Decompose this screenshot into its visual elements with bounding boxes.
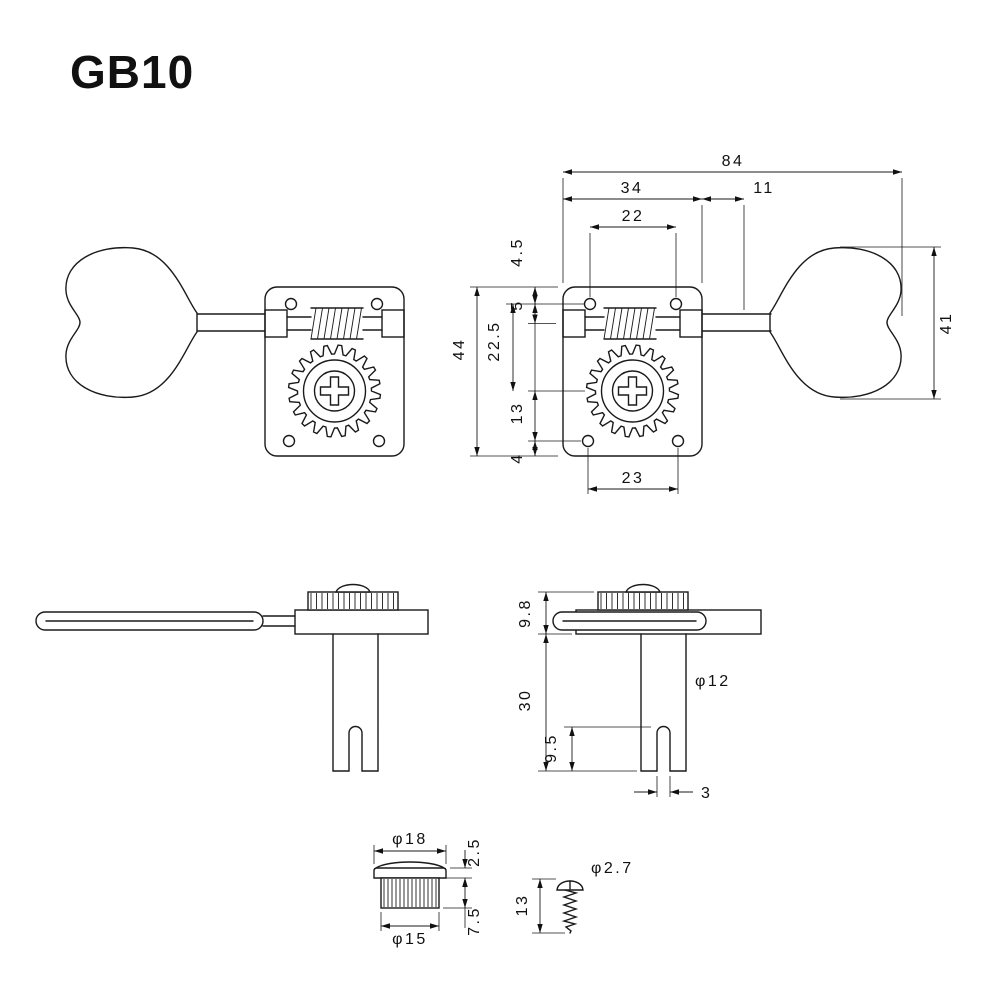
dim-label-23: 23 — [622, 470, 645, 487]
worm-coil — [603, 307, 655, 340]
coil-line — [317, 307, 323, 340]
dim-label-84: 84 — [722, 153, 745, 170]
dim-label-44: 44 — [451, 338, 468, 361]
dim-label-phi15: φ15 — [392, 931, 428, 948]
front-view-dimensions: 84 34 11 22 23 4.5 5 22.5 44 13 4 41 — [451, 153, 955, 494]
coil-line — [349, 307, 356, 340]
coil-line — [310, 307, 317, 340]
worm-bearing — [562, 309, 586, 338]
side-view-right: 9.8 30 9.5 φ12 3 — [517, 583, 762, 802]
gear-knurl — [310, 593, 394, 609]
coil-line — [603, 307, 610, 340]
screw-hole — [669, 297, 683, 311]
gear-side — [307, 591, 399, 611]
dim-label-9-8: 9.8 — [517, 598, 534, 628]
base-plate-side — [294, 609, 429, 635]
dim-label-4: 4 — [509, 452, 526, 463]
bushing-body — [380, 877, 440, 909]
coil-line — [343, 307, 349, 340]
screw-hole — [581, 434, 595, 448]
dim-label-13: 13 — [509, 402, 526, 425]
dim-label-9-5: 9.5 — [543, 733, 560, 763]
dim-label-phi12: φ12 — [695, 673, 731, 690]
bushing-view: φ18 φ15 2.5 7.5 — [373, 831, 483, 948]
worm-bearing — [381, 309, 405, 338]
gear-washer — [611, 370, 654, 412]
dim-label-4-5: 4.5 — [509, 237, 526, 267]
screw-thread — [561, 889, 579, 934]
coil-line — [336, 307, 343, 340]
dim-label-22: 22 — [622, 208, 645, 225]
coil-line — [330, 307, 336, 340]
screw-hole — [370, 297, 384, 311]
washer-dome — [624, 583, 662, 593]
dim-label-41: 41 — [938, 312, 955, 335]
string-post — [640, 633, 687, 772]
dim-label-22-5: 22.5 — [486, 320, 503, 361]
screw-hole — [372, 434, 386, 448]
coil-line — [616, 307, 623, 340]
worm-bearing — [679, 309, 703, 338]
dim-label-11: 11 — [753, 180, 775, 197]
dim-label-13-screw: 13 — [514, 894, 531, 917]
bushing-knurl — [383, 879, 437, 907]
coil-line — [642, 307, 649, 340]
bushing-dome — [375, 861, 445, 869]
screw-hole — [284, 297, 298, 311]
tuner-key — [65, 246, 198, 399]
front-view-left-tuner — [65, 246, 405, 457]
dim-label-7-5: 7.5 — [466, 906, 483, 936]
gear-washer — [313, 370, 356, 412]
dim-label-3: 3 — [701, 785, 712, 802]
worm-bearing — [264, 309, 288, 338]
bushing-flange — [373, 867, 447, 879]
dim-label-34: 34 — [621, 180, 644, 197]
tuner-key — [769, 246, 902, 399]
coil-line — [629, 307, 636, 340]
phillips-screw-icon — [319, 376, 350, 406]
worm-coil — [310, 307, 362, 340]
front-view-right-tuner — [562, 246, 902, 457]
gear-side — [597, 591, 689, 611]
dim-label-2-5: 2.5 — [466, 837, 483, 867]
screw-hole — [671, 434, 685, 448]
coil-line — [323, 307, 330, 340]
coil-line — [623, 307, 629, 340]
page-title: GB10 — [70, 46, 194, 98]
screw-view: φ2.7 13 — [514, 860, 634, 934]
coil-line — [610, 307, 616, 340]
washer-dome — [334, 583, 372, 593]
phillips-screw-icon — [617, 376, 648, 406]
string-post — [332, 633, 379, 772]
dim-label-phi2-7: φ2.7 — [591, 860, 634, 877]
side-view-left — [35, 583, 429, 772]
screw-hole — [282, 434, 296, 448]
dim-label-phi18: φ18 — [392, 831, 428, 848]
gear-knurl — [600, 593, 684, 609]
coil-line — [649, 307, 655, 340]
screw-hole — [583, 297, 597, 311]
dim-label-30: 30 — [517, 689, 534, 712]
coil-line — [636, 307, 642, 340]
dim-label-5: 5 — [509, 299, 526, 310]
coil-line — [356, 307, 362, 340]
